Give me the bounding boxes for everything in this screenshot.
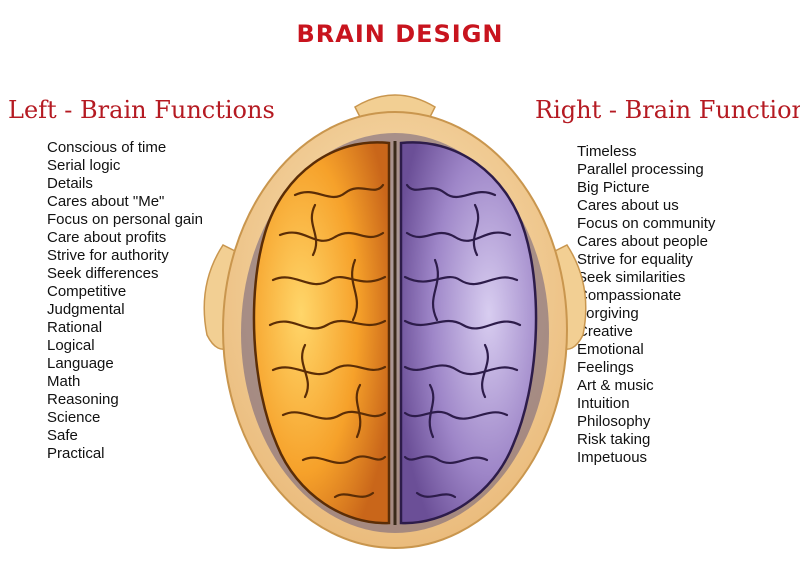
list-item: Parallel processing	[577, 161, 704, 178]
list-item: Big Picture	[577, 179, 650, 196]
list-item: Science	[47, 409, 101, 426]
list-item: Safe	[47, 427, 78, 444]
list-item: Impetuous	[577, 449, 648, 466]
list-item: Timeless	[577, 143, 637, 160]
list-item: Art & music	[577, 377, 654, 394]
list-item: Practical	[47, 445, 105, 462]
list-item: Cares about "Me"	[47, 193, 165, 210]
list-item: Compassionate	[577, 287, 682, 304]
left-gyri-lines	[268, 183, 387, 499]
list-item: Seek similarities	[577, 269, 686, 286]
list-item: Competitive	[47, 283, 127, 300]
list-item: Rational	[47, 319, 103, 336]
list-item: Focus on community	[577, 215, 716, 232]
page-title: BRAIN DESIGN	[296, 20, 504, 48]
left-brain-function-list: Conscious of time Serial logic Details C…	[47, 139, 203, 463]
list-item: Emotional	[577, 341, 644, 358]
list-item: Judgmental	[47, 301, 125, 318]
list-item: Seek differences	[47, 265, 159, 282]
list-item: Serial logic	[47, 157, 121, 174]
list-item: Forgiving	[577, 305, 639, 322]
list-item: Cares about us	[577, 197, 679, 214]
left-brain-heading: Left - Brain Functions	[8, 96, 275, 124]
list-item: Details	[47, 175, 93, 192]
list-item: Strive for equality	[577, 251, 693, 268]
list-item: Reasoning	[47, 391, 119, 408]
list-item: Focus on personal gain	[47, 211, 203, 228]
list-item: Cares about people	[577, 233, 708, 250]
right-hemisphere-shape	[399, 141, 538, 525]
right-brain-function-list: Timeless Parallel processing Big Picture…	[577, 143, 715, 467]
list-item: Math	[47, 373, 81, 390]
list-item: Risk taking	[577, 431, 651, 448]
list-item: Strive for authority	[47, 247, 169, 264]
list-item: Creative	[577, 323, 633, 340]
right-brain-heading: Right - Brain Functions	[535, 96, 800, 124]
list-item: Feelings	[577, 359, 634, 376]
list-item: Philosophy	[577, 413, 651, 430]
list-item: Intuition	[577, 395, 630, 412]
left-hemisphere-shape	[252, 141, 391, 525]
list-item: Care about profits	[47, 229, 167, 246]
brain-illustration	[203, 94, 587, 549]
list-item: Conscious of time	[47, 139, 167, 156]
list-item: Language	[47, 355, 114, 372]
right-gyri-lines	[403, 183, 522, 499]
list-item: Logical	[47, 337, 95, 354]
